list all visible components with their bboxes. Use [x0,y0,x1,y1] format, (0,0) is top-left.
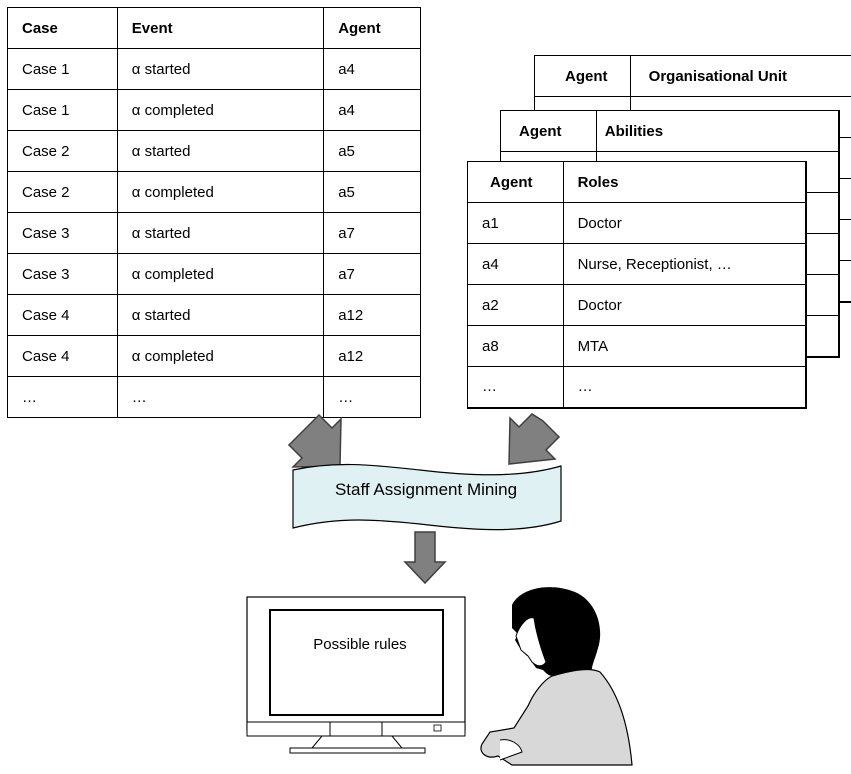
column-header-agent: Agent [500,110,597,152]
event-cell: α started [116,130,325,172]
column-header-agent: Agent [323,7,421,49]
arrow-tables-to-mining-icon [508,413,561,465]
agent-cell: … [323,376,421,418]
monitor-icon [246,596,466,754]
agent-cell: a7 [323,253,421,295]
table-header-row: Agent Roles [467,161,807,203]
role-cell: MTA [562,325,807,367]
table-header-row: Agent Organisational Unit [534,55,851,97]
mining-banner [292,463,562,531]
case-cell: Case 4 [7,294,118,336]
column-header-event: Event [116,7,325,49]
process-label: Staff Assignment Mining [334,480,518,499]
agent-cell: a1 [467,202,564,244]
column-header-agent: Agent [534,55,631,97]
event-cell: α started [116,48,325,90]
event-cell: α started [116,212,325,254]
arrow-mining-to-result-icon [403,531,447,585]
table-row: ……… [7,376,421,418]
role-cell: … [562,366,807,408]
event-cell: α completed [116,171,325,213]
case-cell: Case 1 [7,89,118,131]
case-cell: Case 2 [7,171,118,213]
event-cell: α started [116,294,325,336]
role-cell: Doctor [562,284,807,326]
case-cell: Case 2 [7,130,118,172]
column-header-org-unit: Organisational Unit [629,55,851,97]
arrow-log-to-mining-icon [287,413,342,468]
person-icon [480,587,633,766]
role-cell: Nurse, Receptionist, … [562,243,807,285]
table-header-row: Agent Abilities [500,110,840,152]
agent-cell: a2 [467,284,564,326]
role-cell: Doctor [562,202,807,244]
column-header-case: Case [7,7,118,49]
agent-cell: … [467,366,564,408]
column-header-abilities: Abilities [595,110,840,152]
table-header-row: Case Event Agent [7,7,421,49]
agent-cell: a7 [323,212,421,254]
case-cell: … [7,376,118,418]
event-cell: α completed [116,253,325,295]
agent-cell: a4 [323,48,421,90]
case-cell: Case 3 [7,212,118,254]
event-cell: α completed [116,335,325,377]
screen-text: Possible rules [313,636,407,653]
column-header-agent: Agent [467,161,564,203]
agent-cell: a4 [323,89,421,131]
agent-cell: a12 [323,335,421,377]
agent-cell: a5 [323,130,421,172]
table-row: …… [467,366,807,408]
agent-cell: a5 [323,171,421,213]
event-cell: … [116,376,325,418]
